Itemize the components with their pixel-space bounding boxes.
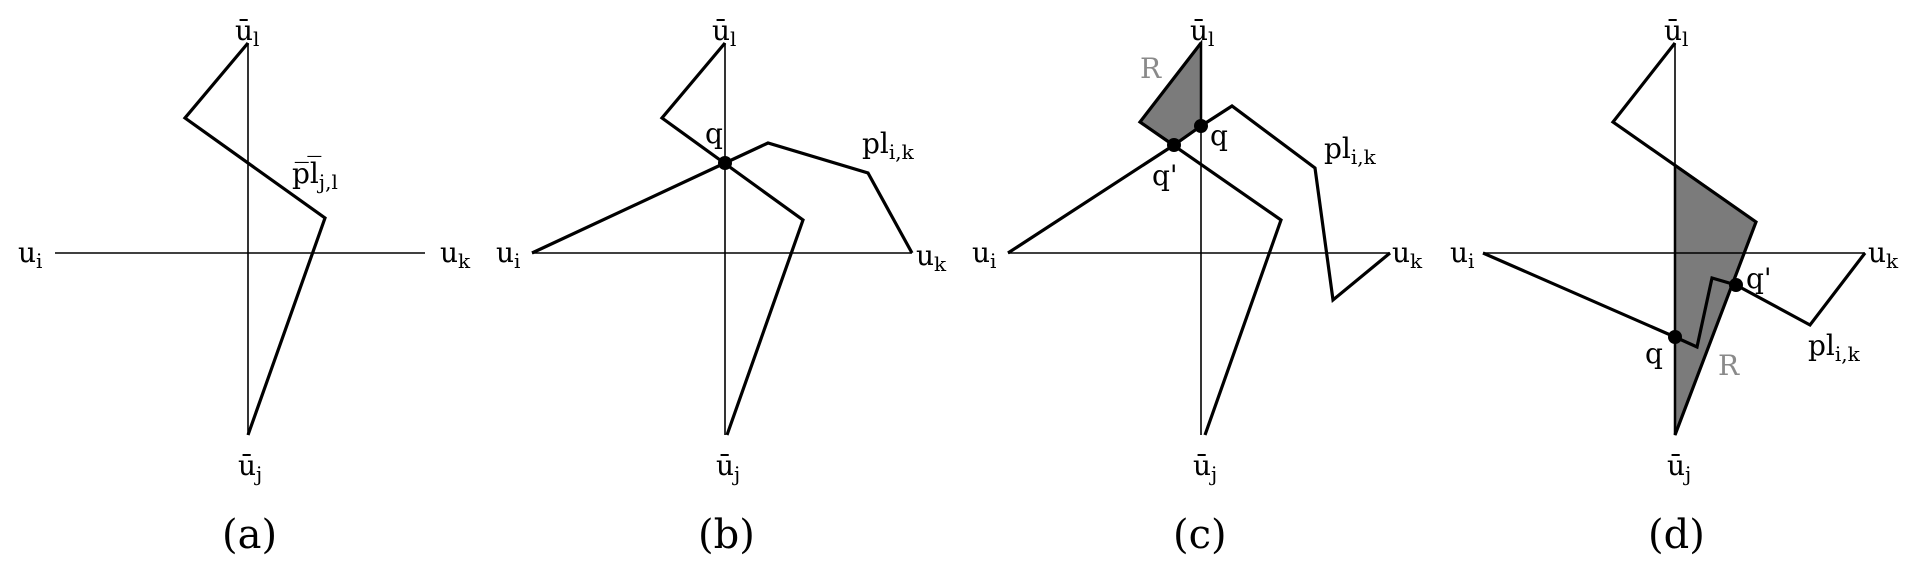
- label-u-k: uk: [440, 236, 471, 273]
- label-u-i: ui: [972, 236, 996, 273]
- label-u-bar-l: ūl: [712, 14, 736, 51]
- caption-c: (c): [1173, 512, 1227, 558]
- panel-c: R ūl ūj ui uk pli,k q q' (c): [972, 14, 1423, 558]
- label-u-bar-j: ūj: [238, 449, 262, 486]
- label-pl-ik: pli,k: [862, 127, 915, 164]
- panel-d: ūl ūj ui uk pli,k q q' R (d): [1450, 14, 1899, 558]
- label-q-prime: q': [1152, 159, 1178, 192]
- label-u-k: uk: [1868, 236, 1899, 273]
- label-q: q: [1210, 119, 1228, 152]
- polyline-pl-bar-jl: [182, 41, 327, 436]
- point-q: [718, 156, 732, 170]
- panel-a: ūl ūj ui uk p̅l̅j,l (a): [18, 14, 471, 558]
- polyline-pl-bar-jl: [659, 41, 805, 436]
- label-u-i: ui: [1450, 236, 1474, 273]
- polyline-pl-ik: [531, 141, 914, 255]
- label-u-i: ui: [496, 236, 520, 273]
- polyline-pl-bar-jl: [1137, 42, 1283, 436]
- label-pl-bar-jl: p̅l̅j,l: [292, 156, 338, 194]
- shaded-region-r: [1673, 162, 1758, 436]
- label-u-bar-l: ūl: [1664, 14, 1688, 51]
- label-u-i: ui: [18, 236, 42, 273]
- label-q: q: [705, 117, 723, 150]
- label-region-r: R: [1718, 349, 1740, 382]
- caption-b: (b): [698, 512, 755, 558]
- label-u-bar-j: ūj: [1667, 449, 1691, 486]
- point-q: [1668, 330, 1682, 344]
- panel-b: ūl ūj ui uk pli,k q (b): [496, 14, 947, 558]
- point-q-prime: [1729, 278, 1743, 292]
- label-q: q: [1645, 337, 1663, 370]
- label-region-r: R: [1140, 52, 1162, 85]
- label-u-k: uk: [1392, 236, 1423, 273]
- caption-a: (a): [222, 512, 277, 558]
- label-q-prime: q': [1746, 262, 1772, 295]
- point-q: [1194, 119, 1208, 133]
- label-u-k: uk: [916, 239, 947, 276]
- label-pl-ik: pli,k: [1324, 132, 1377, 169]
- polyline-pl-bar-jl: [1610, 42, 1758, 436]
- caption-d: (d): [1648, 512, 1705, 558]
- point-q-prime: [1167, 138, 1181, 152]
- label-u-bar-j: ūj: [716, 449, 740, 486]
- label-u-bar-l: ūl: [1190, 14, 1214, 51]
- label-u-bar-l: ūl: [235, 14, 259, 51]
- label-pl-ik: pli,k: [1808, 329, 1861, 366]
- label-u-bar-j: ūj: [1193, 449, 1217, 486]
